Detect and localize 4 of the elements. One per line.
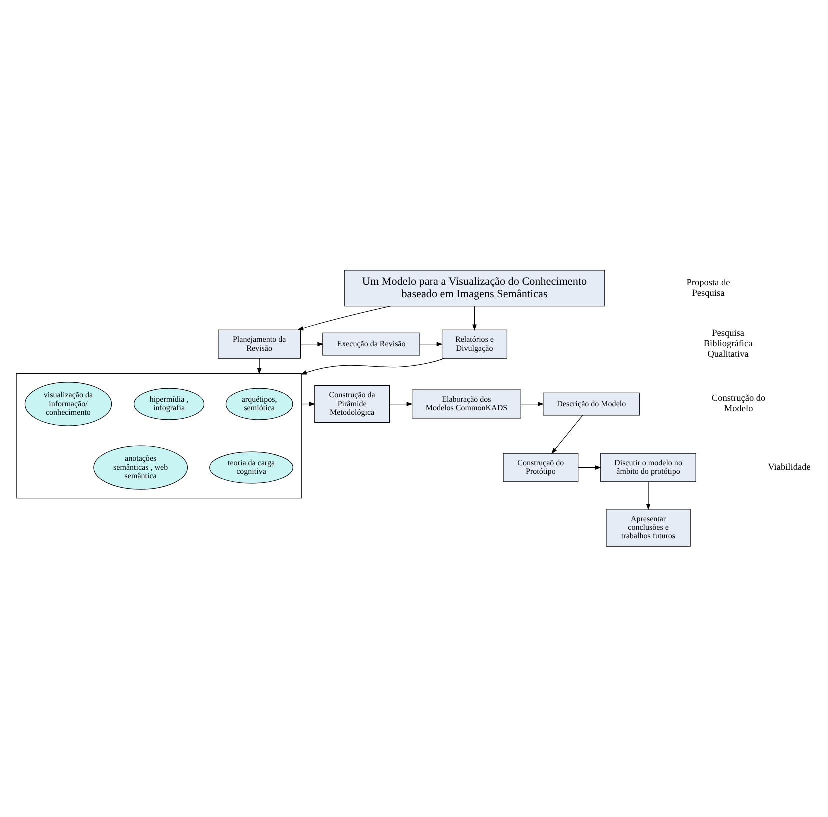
label: Construção do Modelo <box>712 394 766 415</box>
label: Pesquisa Bibliográfica Qualitativa <box>704 329 753 360</box>
label: Proposta de Pesquisa <box>686 278 730 299</box>
label: Viabilidade <box>768 462 811 473</box>
